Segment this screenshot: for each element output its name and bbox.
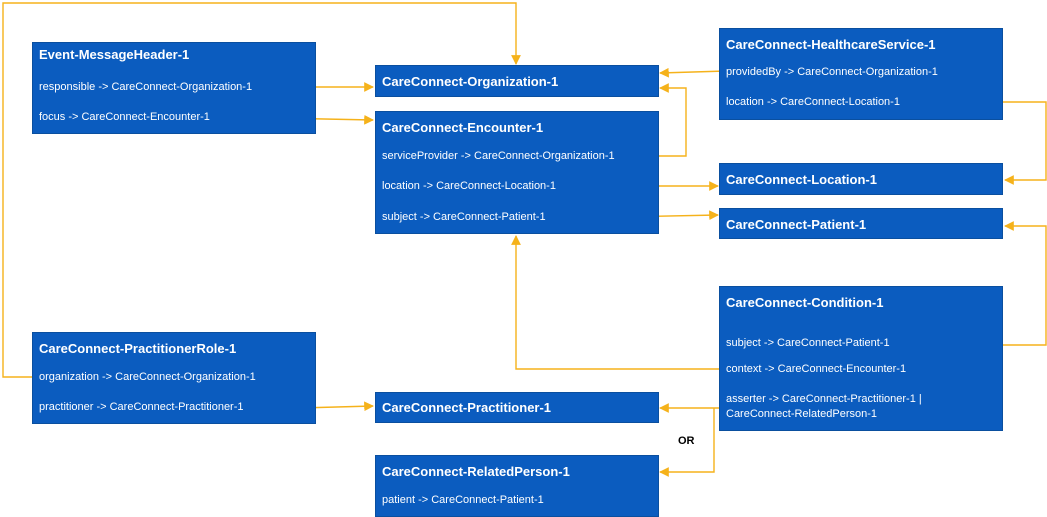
practitioner-role-box[interactable]: CareConnect-PractitionerRole-1 organizat… [32,332,316,424]
practitioner-role-field-practitioner: practitioner -> CareConnect-Practitioner… [39,401,244,413]
or-label: OR [678,435,695,447]
connector-service-providedby [659,67,727,78]
condition-field-asserter: asserter -> CareConnect-Practitioner-1 |… [726,393,922,420]
healthcare-service-field-location: location -> CareConnect-Location-1 [726,96,900,108]
condition-title: CareConnect-Condition-1 [726,295,884,310]
condition-field-subject: subject -> CareConnect-Patient-1 [726,337,890,349]
connector-encounter-serviceprovider [645,83,687,157]
encounter-title: CareConnect-Encounter-1 [382,120,544,135]
condition-field-context: context -> CareConnect-Encounter-1 [726,363,907,375]
healthcare-service-title: CareConnect-HealthcareService-1 [726,37,936,52]
patient-title: CareConnect-Patient-1 [726,217,867,232]
connector-condition-context [511,235,720,370]
encounter-field-location: location -> CareConnect-Location-1 [382,180,556,192]
healthcare-service-field-providedby: providedBy -> CareConnect-Organization-1 [726,66,938,78]
connector-role-organization [2,2,521,378]
connector-condition-subject [965,221,1047,346]
practitioner-box[interactable]: CareConnect-Practitioner-1 [375,392,659,423]
encounter-box[interactable]: CareConnect-Encounter-1 serviceProvider … [375,111,659,234]
patient-box[interactable]: CareConnect-Patient-1 [719,208,1003,239]
location-box[interactable]: CareConnect-Location-1 [719,163,1003,195]
organization-box[interactable]: CareConnect-Organization-1 [375,65,659,97]
message-header-title: Event-MessageHeader-1 [39,47,190,62]
connector-service-location [964,101,1047,185]
related-person-title: CareConnect-RelatedPerson-1 [382,464,570,479]
location-title: CareConnect-Location-1 [726,172,877,187]
related-person-box[interactable]: CareConnect-RelatedPerson-1 patient -> C… [375,455,659,517]
practitioner-title: CareConnect-Practitioner-1 [382,400,552,415]
practitioner-role-field-organization: organization -> CareConnect-Organization… [39,371,256,383]
message-header-box[interactable]: Event-MessageHeader-1 responsible -> Car… [32,42,316,134]
message-header-field-focus: focus -> CareConnect-Encounter-1 [39,111,210,123]
practitioner-role-title: CareConnect-PractitionerRole-1 [39,341,237,356]
encounter-field-serviceprovider: serviceProvider -> CareConnect-Organizat… [382,150,615,162]
organization-title: CareConnect-Organization-1 [382,74,559,89]
healthcare-service-box[interactable]: CareConnect-HealthcareService-1 provided… [719,28,1003,120]
related-person-field-patient: patient -> CareConnect-Patient-1 [382,494,544,506]
connector-condition-asserter-relatedperson [659,408,715,477]
message-header-field-responsible: responsible -> CareConnect-Organization-… [39,81,253,93]
encounter-field-subject: subject -> CareConnect-Patient-1 [382,211,546,223]
condition-box[interactable]: CareConnect-Condition-1 subject -> CareC… [719,286,1003,431]
